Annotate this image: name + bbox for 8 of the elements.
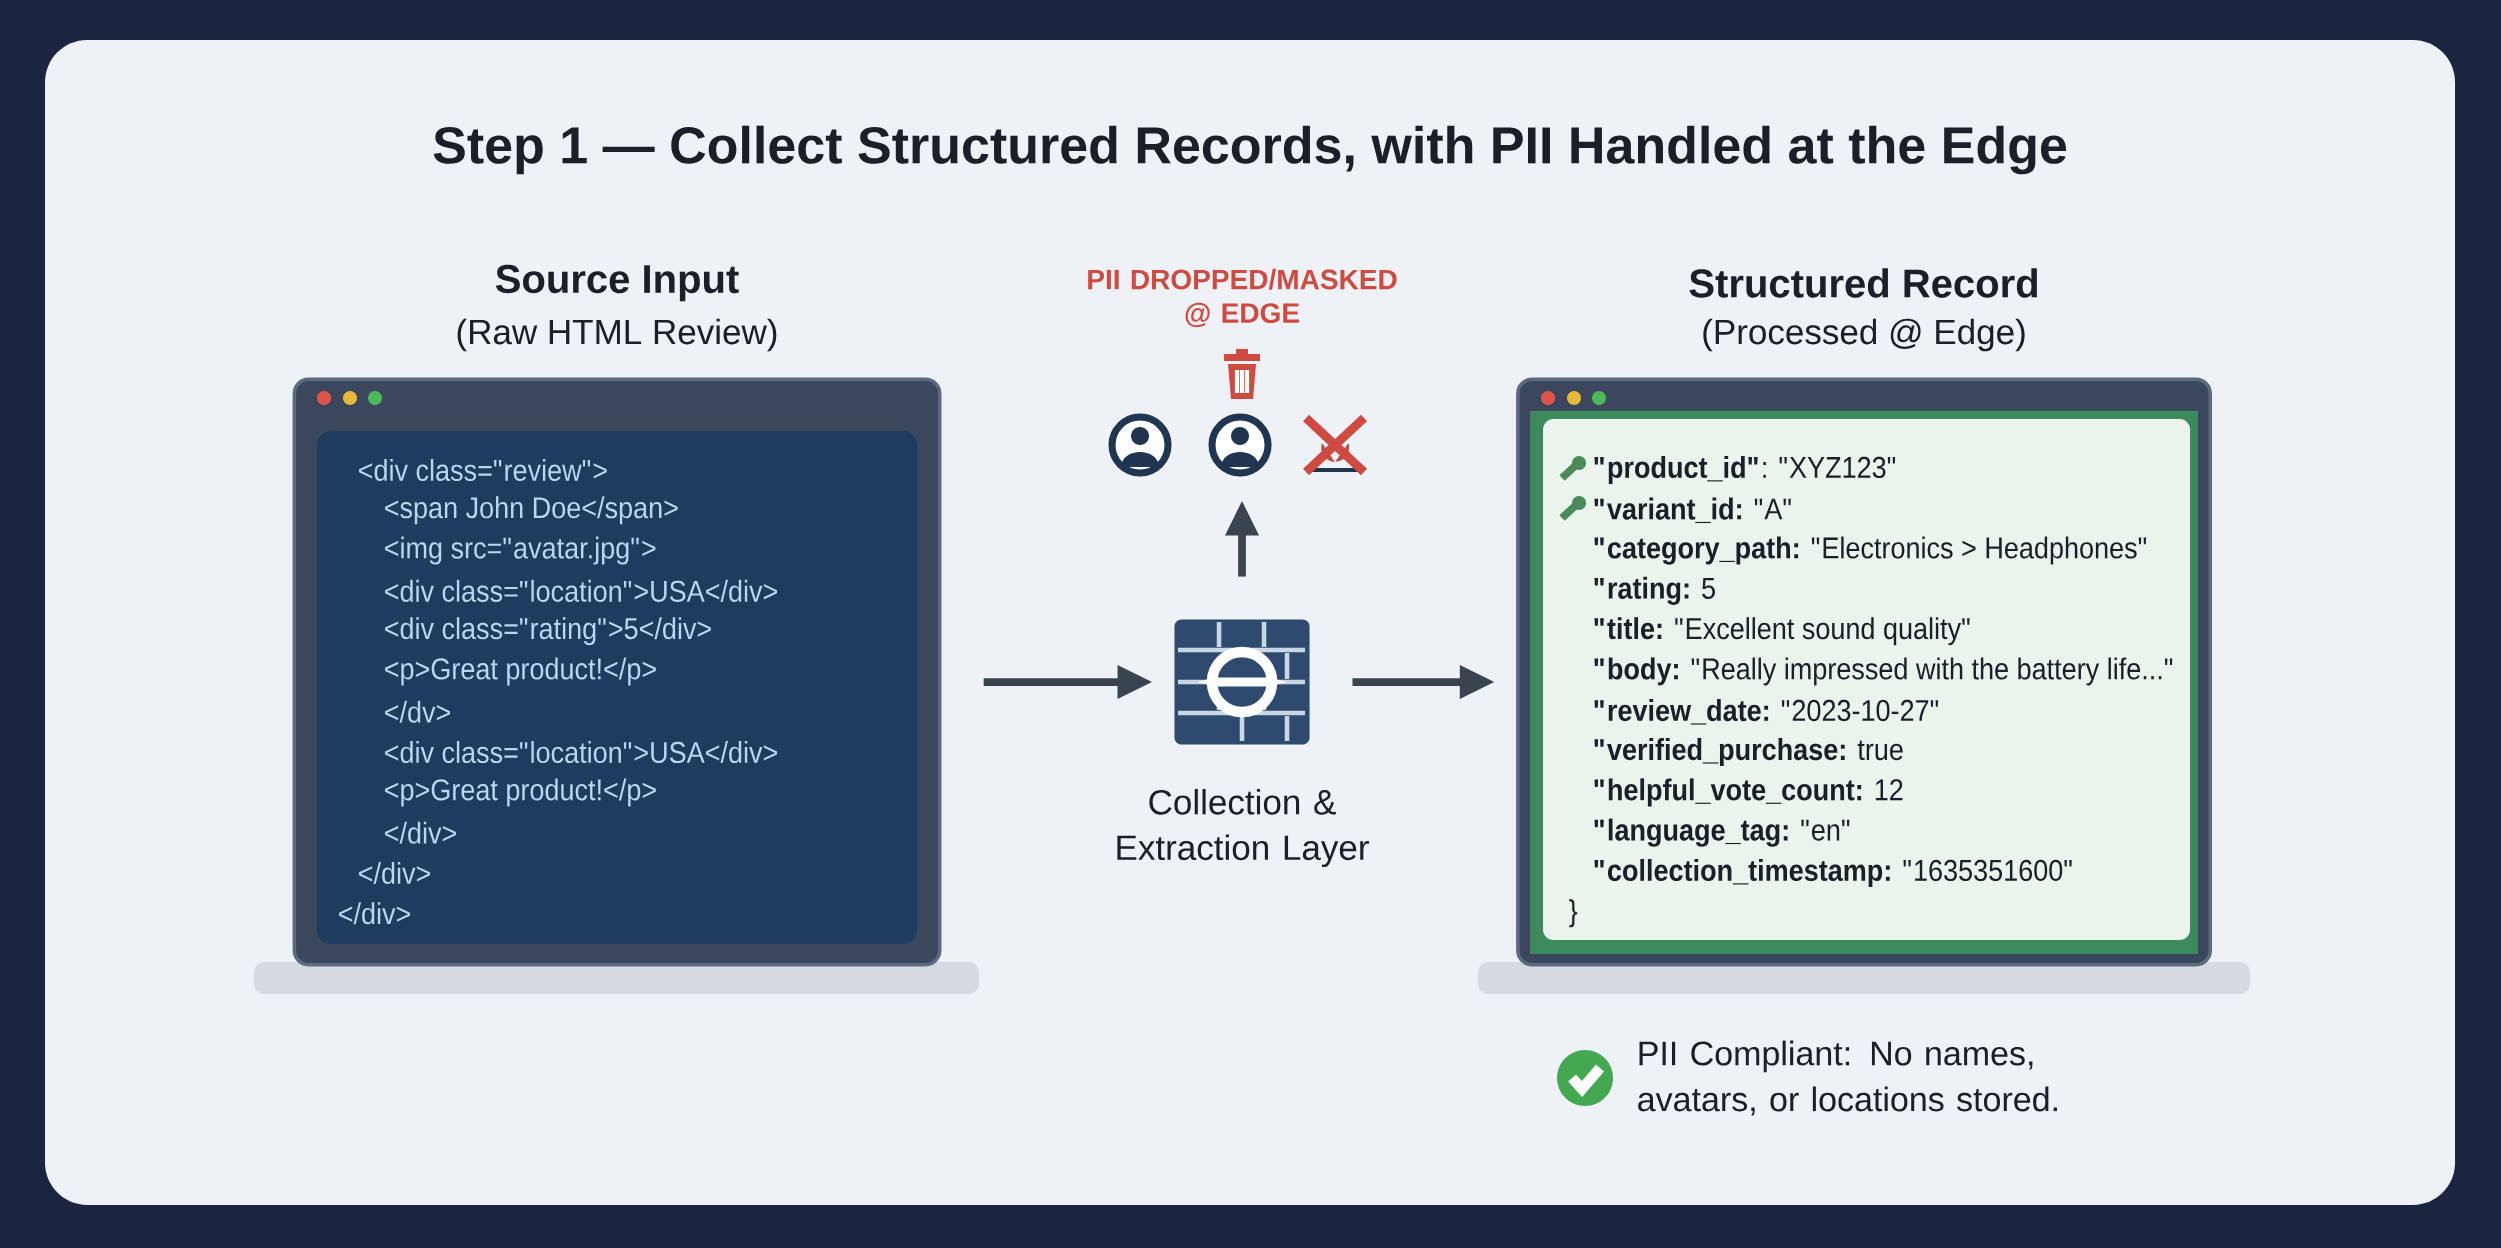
warning-heading: PII DROPPED/MASKED @ EDGE <box>1088 268 1397 328</box>
layer-label: Collection & Extraction Layer <box>1117 788 1369 868</box>
compliance-note: PII Compliant: No names, avatars, or locations stored. <box>1638 1040 2057 1116</box>
title: Step 1 — Collect Structured Records, with PII Handled at the Edge <box>433 125 2067 175</box>
heading: Source Input <box>495 264 739 302</box>
subheading: (Raw HTML Review) <box>457 318 777 352</box>
heading: Structured Record <box>1689 268 2038 298</box>
subheading: (Processed @ Edge) <box>1703 318 2025 352</box>
